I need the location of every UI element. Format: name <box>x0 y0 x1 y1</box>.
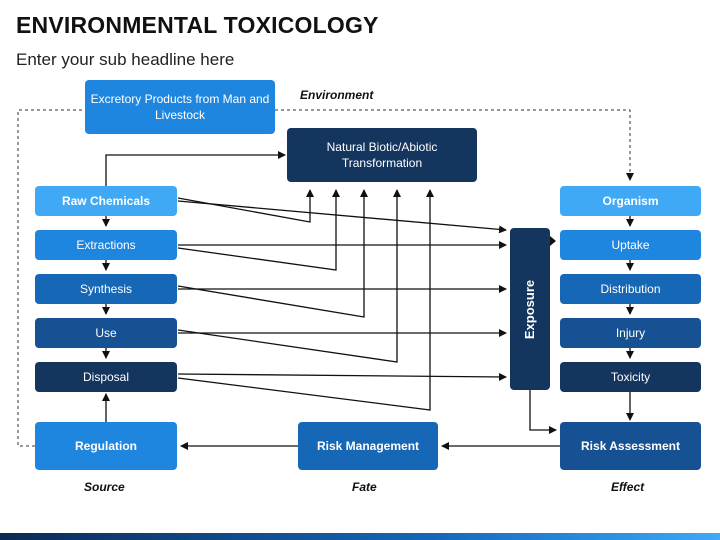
exposure-label-wrap: Exposure <box>510 228 550 390</box>
injury-box: Injury <box>560 318 701 348</box>
transformation-box: Natural Biotic/Abiotic Transformation <box>287 128 477 182</box>
organism-box: Organism <box>560 186 701 216</box>
distribution-box: Distribution <box>560 274 701 304</box>
toxicity-box: Toxicity <box>560 362 701 392</box>
arrow-raw-to-transformation <box>105 151 286 186</box>
page-title: ENVIRONMENTAL TOXICOLOGY <box>16 12 379 38</box>
footer-bar <box>0 533 720 540</box>
extractions-box: Extractions <box>35 230 177 260</box>
source-label: Source <box>84 480 125 494</box>
exposure-label: Exposure <box>522 279 538 339</box>
disposal-box: Disposal <box>35 362 177 392</box>
risk-assessment-box: Risk Assessment <box>560 422 701 470</box>
uptake-box: Uptake <box>560 230 701 260</box>
arrow-synthesis-to-transform <box>177 189 368 318</box>
arrow-exposure-to-uptake <box>550 236 556 246</box>
arrow-exposure-to-risk-assessment <box>529 390 557 434</box>
raw-chemicals-box: Raw Chemicals <box>35 186 177 216</box>
page-subtitle: Enter your sub headline here <box>16 50 235 69</box>
fate-label: Fate <box>352 480 377 494</box>
environment-dashed-loop <box>17 109 85 447</box>
arrow-use-to-transform <box>177 189 401 363</box>
exposure-box <box>510 228 550 390</box>
arrow-raw-to-exposure <box>177 200 507 234</box>
arrow-disposal-to-transform <box>177 189 434 411</box>
synthesis-box: Synthesis <box>35 274 177 304</box>
effect-label: Effect <box>611 480 645 494</box>
arrow-disposal-to-exposure <box>177 372 507 381</box>
use-box: Use <box>35 318 177 348</box>
environment-dashed-to-organism <box>275 109 634 181</box>
arrow-extractions-to-transform <box>177 189 340 271</box>
excretory-products-box: Excretory Products from Man and Livestoc… <box>85 80 275 134</box>
environment-label: Environment <box>300 88 374 102</box>
arrow-raw-to-transform-a <box>177 189 314 223</box>
regulation-box: Regulation <box>35 422 177 470</box>
risk-management-box: Risk Management <box>298 422 438 470</box>
